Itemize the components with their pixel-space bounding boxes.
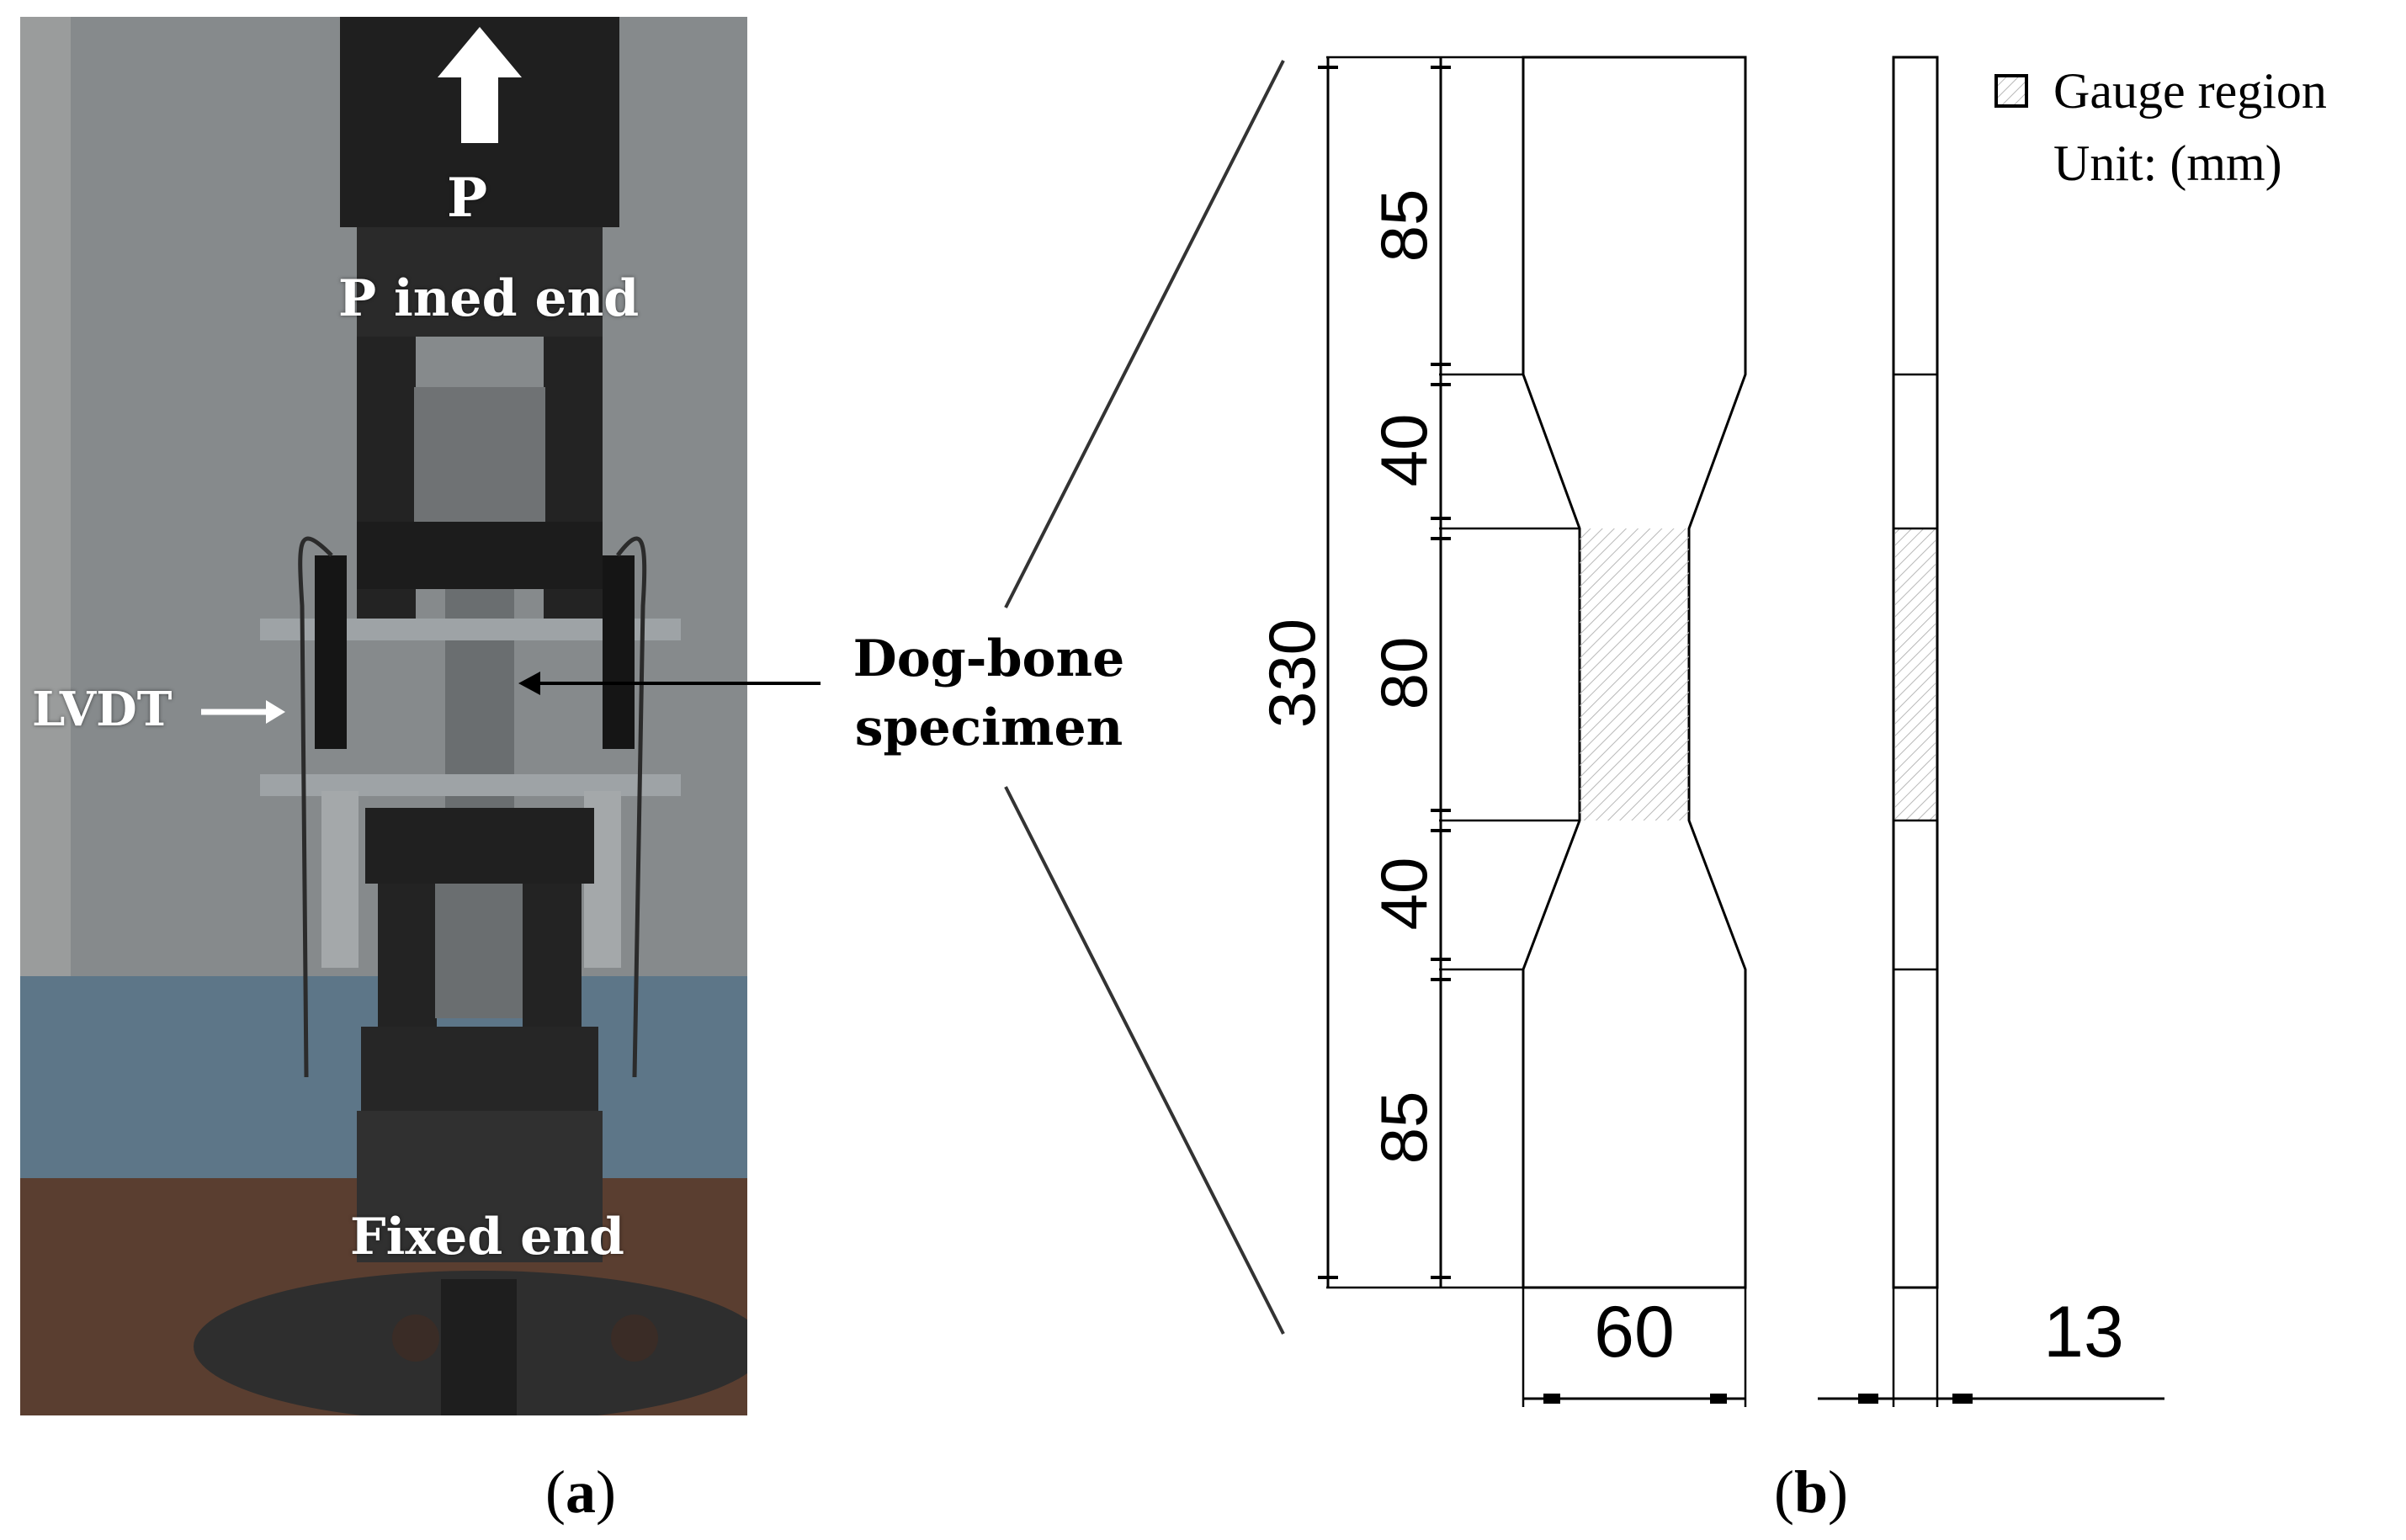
test-setup-photo: P P ined end LVDT Fixed end [20, 17, 747, 1415]
dim-label-85-bottom: 85 [1367, 1091, 1441, 1165]
zoom-line-bottom [1004, 786, 1285, 1335]
photo-illustration [20, 17, 747, 1415]
gauge-region-side [1895, 528, 1936, 820]
dim-tick [1952, 1394, 1973, 1404]
caption-b: (b) [1774, 1458, 1849, 1526]
dim-label-80: 80 [1367, 637, 1441, 710]
up-arrow-icon [438, 27, 522, 143]
lower-clevis-left [378, 884, 437, 1035]
dim-label-40-lower: 40 [1367, 858, 1441, 931]
fixed-end-label: Fixed end [350, 1208, 624, 1267]
right-arrow-icon [266, 700, 285, 724]
caption-a-letter: a [565, 1458, 596, 1526]
load-label: P [447, 167, 488, 230]
dim-label-thickness: 13 [2043, 1292, 2124, 1373]
pinned-end-label: P ined end [338, 269, 640, 328]
caption-a: (a) [545, 1458, 616, 1526]
lvdt-right-cable [616, 536, 647, 1078]
gauge-legend-label: Gauge region [2053, 63, 2327, 119]
dim-tick [1543, 1394, 1560, 1404]
lower-clevis-right [523, 884, 582, 1035]
dim-label-total: 330 [1255, 619, 1329, 728]
lvdt-label: LVDT [32, 682, 173, 737]
gauge-region-front [1580, 528, 1689, 820]
specimen-bottom-grip [435, 884, 523, 1018]
wall-pipe [20, 17, 71, 1010]
base-column [357, 1111, 603, 1262]
lvdt-right-body [603, 555, 635, 749]
zoom-line-top [1004, 60, 1285, 608]
dim-label-40-upper: 40 [1367, 414, 1441, 487]
dim-label-width: 60 [1594, 1292, 1675, 1373]
actuator-collar [357, 227, 603, 337]
caption-b-letter: b [1793, 1458, 1829, 1526]
callout-line-1: Dog-bone [852, 629, 1125, 688]
lvdt-left-tube [321, 791, 359, 968]
specimen-top-grip [414, 387, 545, 547]
dim-tick [1710, 1394, 1727, 1404]
specimen-side-outline [1892, 56, 1939, 1289]
upper-clamp [357, 522, 603, 589]
dim-label-85-top: 85 [1367, 189, 1441, 263]
lvdt-left-body [315, 555, 347, 749]
left-arrow-icon [518, 672, 540, 695]
callout-line-2: specimen [854, 698, 1123, 757]
base-pin [441, 1279, 517, 1415]
dim-tick [1858, 1394, 1878, 1404]
lower-clamp [365, 808, 594, 884]
gauge-legend-swatch [1994, 74, 2028, 108]
bolt-right [611, 1314, 658, 1362]
unit-label: Unit: (mm) [2053, 135, 2282, 191]
bolt-left [392, 1314, 439, 1362]
specimen-callout: Dog-bone specimen [829, 624, 1149, 762]
lvdt-left-cable [298, 536, 333, 1078]
